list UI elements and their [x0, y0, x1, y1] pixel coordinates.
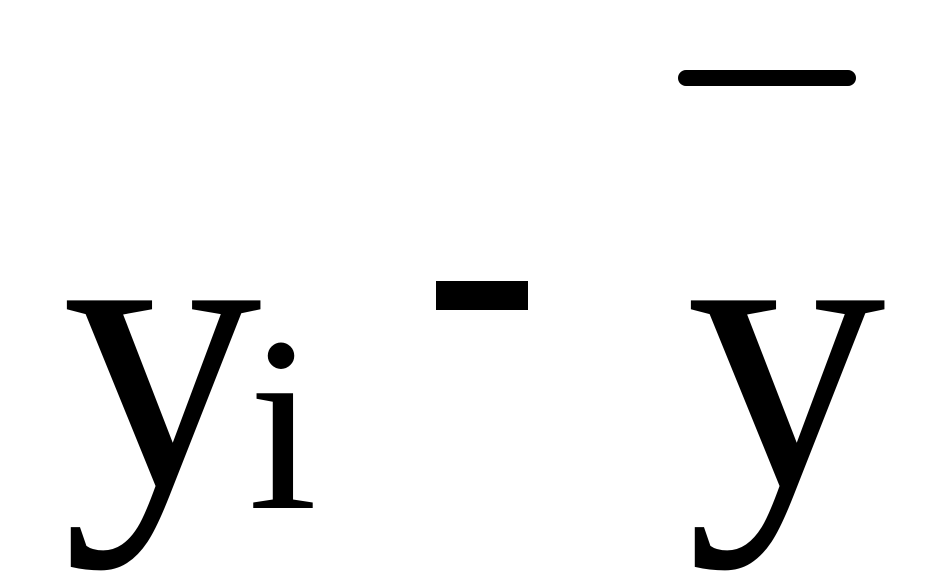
math-expression: y i y: [62, 70, 886, 550]
minus-sign: [436, 281, 528, 310]
mean-overline: [678, 70, 856, 86]
mean-variable-y: y: [686, 128, 886, 571]
variable-y: y: [62, 128, 262, 571]
subscript-i: i: [248, 286, 318, 563]
